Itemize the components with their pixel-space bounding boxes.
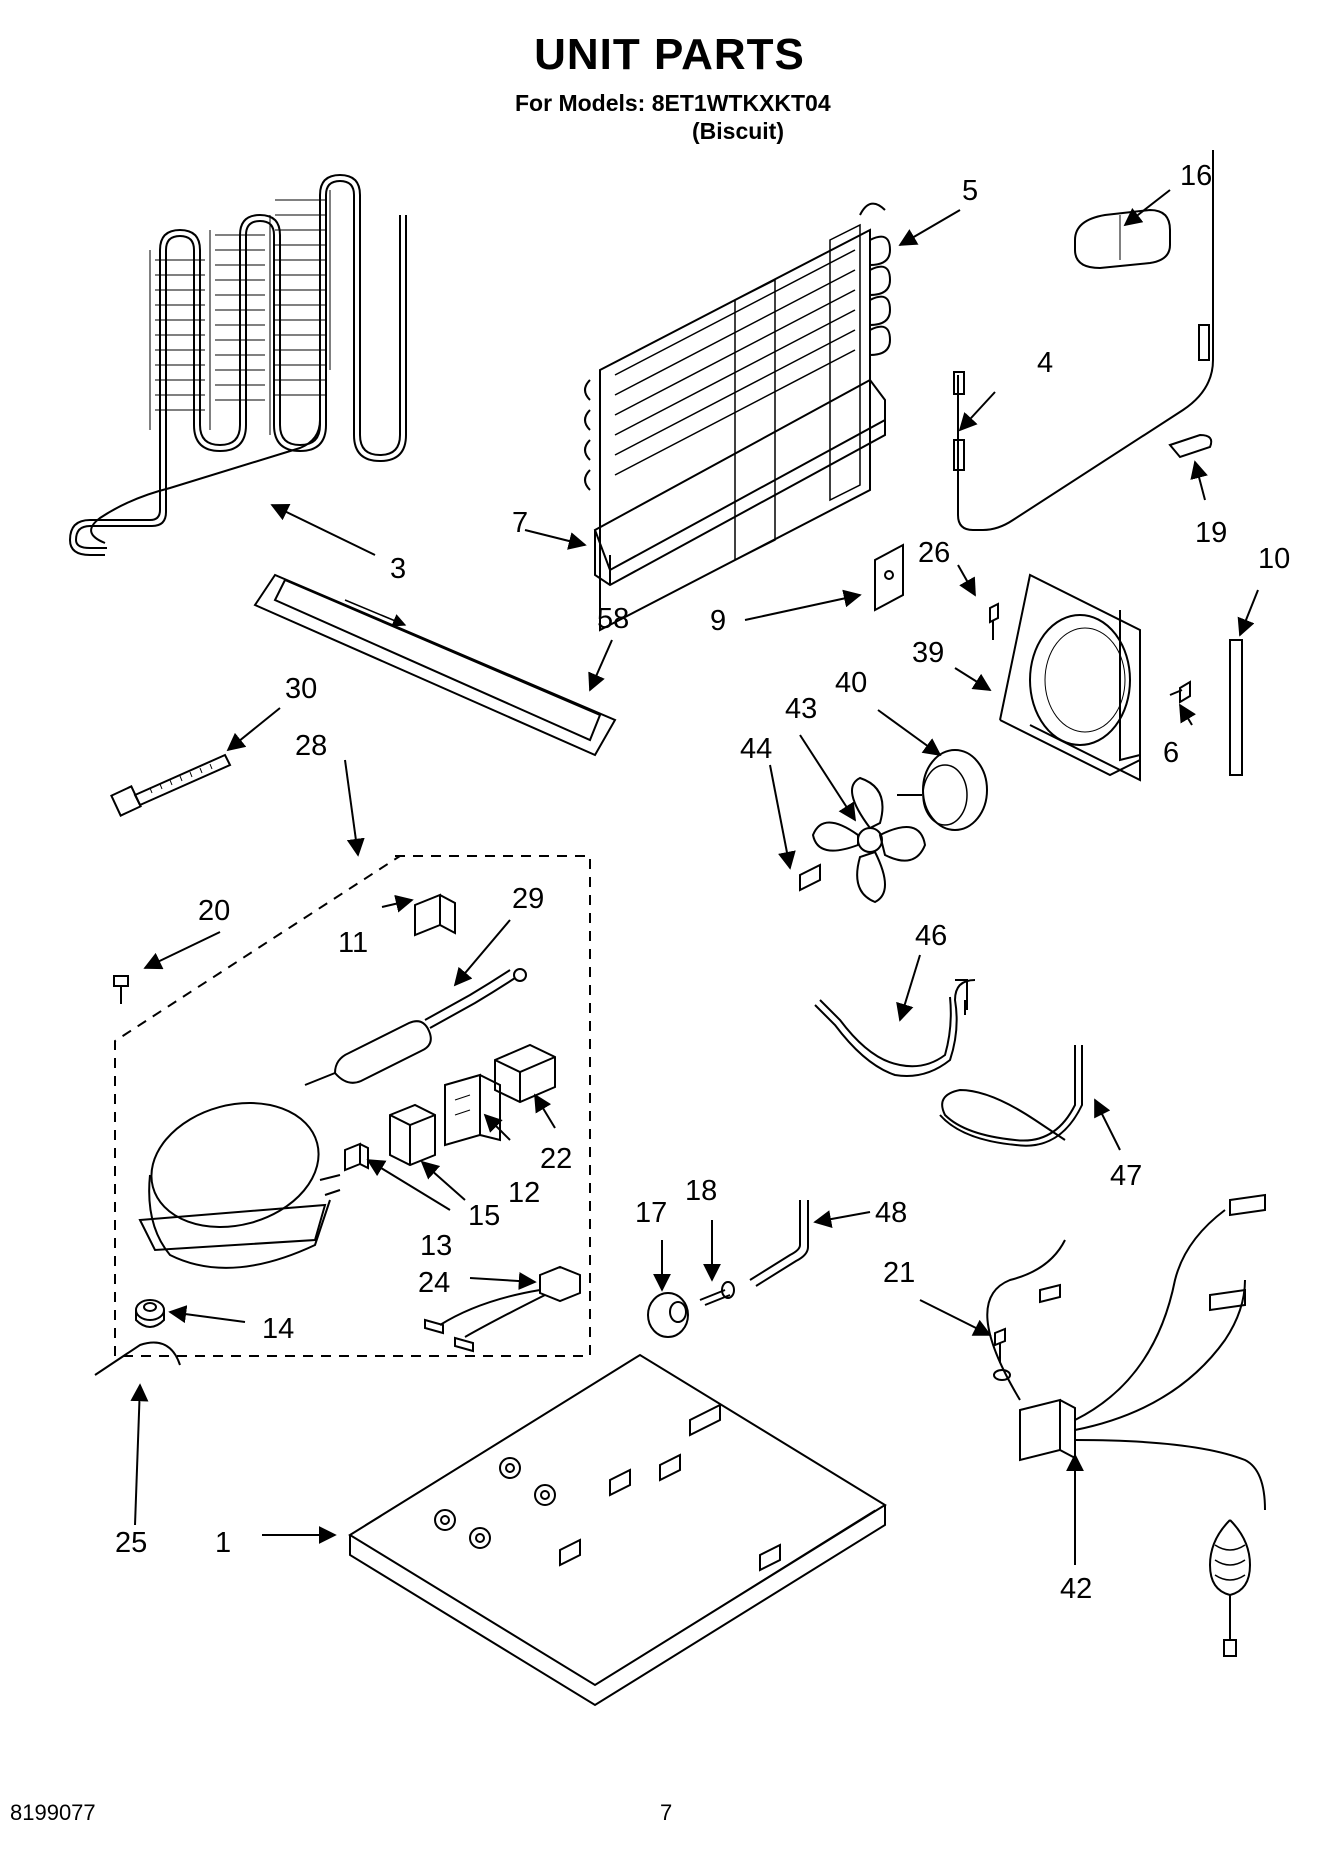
screw-20 xyxy=(113,975,129,1004)
callout-28: 28 xyxy=(295,730,327,762)
base-frame xyxy=(348,1353,887,1707)
evaporator-coil xyxy=(584,202,892,632)
tube-46 xyxy=(814,979,976,1077)
callout-25: 25 xyxy=(115,1527,147,1559)
relay xyxy=(389,1103,436,1167)
callout-14: 14 xyxy=(262,1313,294,1345)
condenser-coil xyxy=(68,173,407,556)
main-wire-harness xyxy=(986,1193,1266,1657)
compressor-kit-boundary xyxy=(114,855,591,1357)
fan-shroud xyxy=(999,573,1141,782)
gasket-strip xyxy=(1229,639,1243,776)
callout-44: 44 xyxy=(740,733,772,765)
callout-3: 3 xyxy=(390,553,406,585)
callout-9: 9 xyxy=(710,605,726,637)
drain-trough xyxy=(593,378,886,587)
callout-13: 13 xyxy=(420,1230,452,1262)
callout-17: 17 xyxy=(635,1197,667,1229)
callout-18: 18 xyxy=(685,1175,717,1207)
retaining-clip xyxy=(94,1341,181,1376)
callout-22: 22 xyxy=(540,1143,572,1175)
callout-40: 40 xyxy=(835,667,867,699)
callout-42: 42 xyxy=(1060,1573,1092,1605)
fan-bracket xyxy=(874,543,904,612)
callout-21: 21 xyxy=(883,1257,915,1289)
roller xyxy=(647,1292,689,1338)
callout-26: 26 xyxy=(918,537,950,569)
page-title: UNIT PARTS xyxy=(534,30,805,79)
callout-58: 58 xyxy=(597,603,629,635)
callout-4: 4 xyxy=(1037,347,1053,379)
callout-29: 29 xyxy=(512,883,544,915)
callout-46: 46 xyxy=(915,920,947,952)
grommet xyxy=(135,1299,165,1328)
callout-24: 24 xyxy=(418,1267,450,1299)
callout-6: 6 xyxy=(1163,737,1179,769)
start-device xyxy=(444,1073,501,1147)
model-color: (Biscuit) xyxy=(692,118,784,144)
blade-clip xyxy=(799,863,821,892)
callout-labels: 1 3 4 5 6 7 9 10 11 12 13 14 15 16 17 18… xyxy=(115,160,1290,1605)
fan-blade xyxy=(811,776,927,904)
callout-47: 47 xyxy=(1110,1160,1142,1192)
callout-16: 16 xyxy=(1180,160,1212,192)
tube-clip xyxy=(1168,433,1213,459)
callout-48: 48 xyxy=(875,1197,907,1229)
compressor xyxy=(138,1102,341,1269)
relay-connector xyxy=(414,893,456,937)
cable-tie xyxy=(110,753,232,817)
fan-motor xyxy=(897,749,988,831)
callout-11: 11 xyxy=(338,927,368,959)
filter-drier xyxy=(304,968,527,1086)
callout-10: 10 xyxy=(1258,543,1290,575)
screws xyxy=(989,602,1191,704)
callout-15: 15 xyxy=(468,1200,500,1232)
callout-19: 19 xyxy=(1195,517,1227,549)
compressor-harness xyxy=(424,1265,581,1353)
callout-1: 1 xyxy=(215,1527,231,1559)
callout-12: 12 xyxy=(508,1177,540,1209)
axle-pin xyxy=(699,1281,735,1306)
leader-lines xyxy=(130,189,1259,1565)
ground-screw xyxy=(993,1327,1011,1381)
model-subtitle: For Models: 8ET1WTKXKT04 xyxy=(515,90,831,116)
doc-number: 8199077 xyxy=(10,1800,96,1825)
callout-39: 39 xyxy=(912,637,944,669)
tube-48 xyxy=(749,1200,809,1287)
page-number: 7 xyxy=(660,1800,673,1825)
tube-47 xyxy=(939,1045,1083,1147)
overload-protector xyxy=(494,1043,556,1104)
callout-43: 43 xyxy=(785,693,817,725)
callout-5: 5 xyxy=(962,175,978,207)
thermistor-harness xyxy=(953,150,1215,531)
callout-7: 7 xyxy=(512,507,528,539)
callout-20: 20 xyxy=(198,895,230,927)
terminal-connector xyxy=(344,1142,369,1172)
plug-cap xyxy=(1074,208,1171,270)
callout-30: 30 xyxy=(285,673,317,705)
drain-pan xyxy=(253,573,617,757)
